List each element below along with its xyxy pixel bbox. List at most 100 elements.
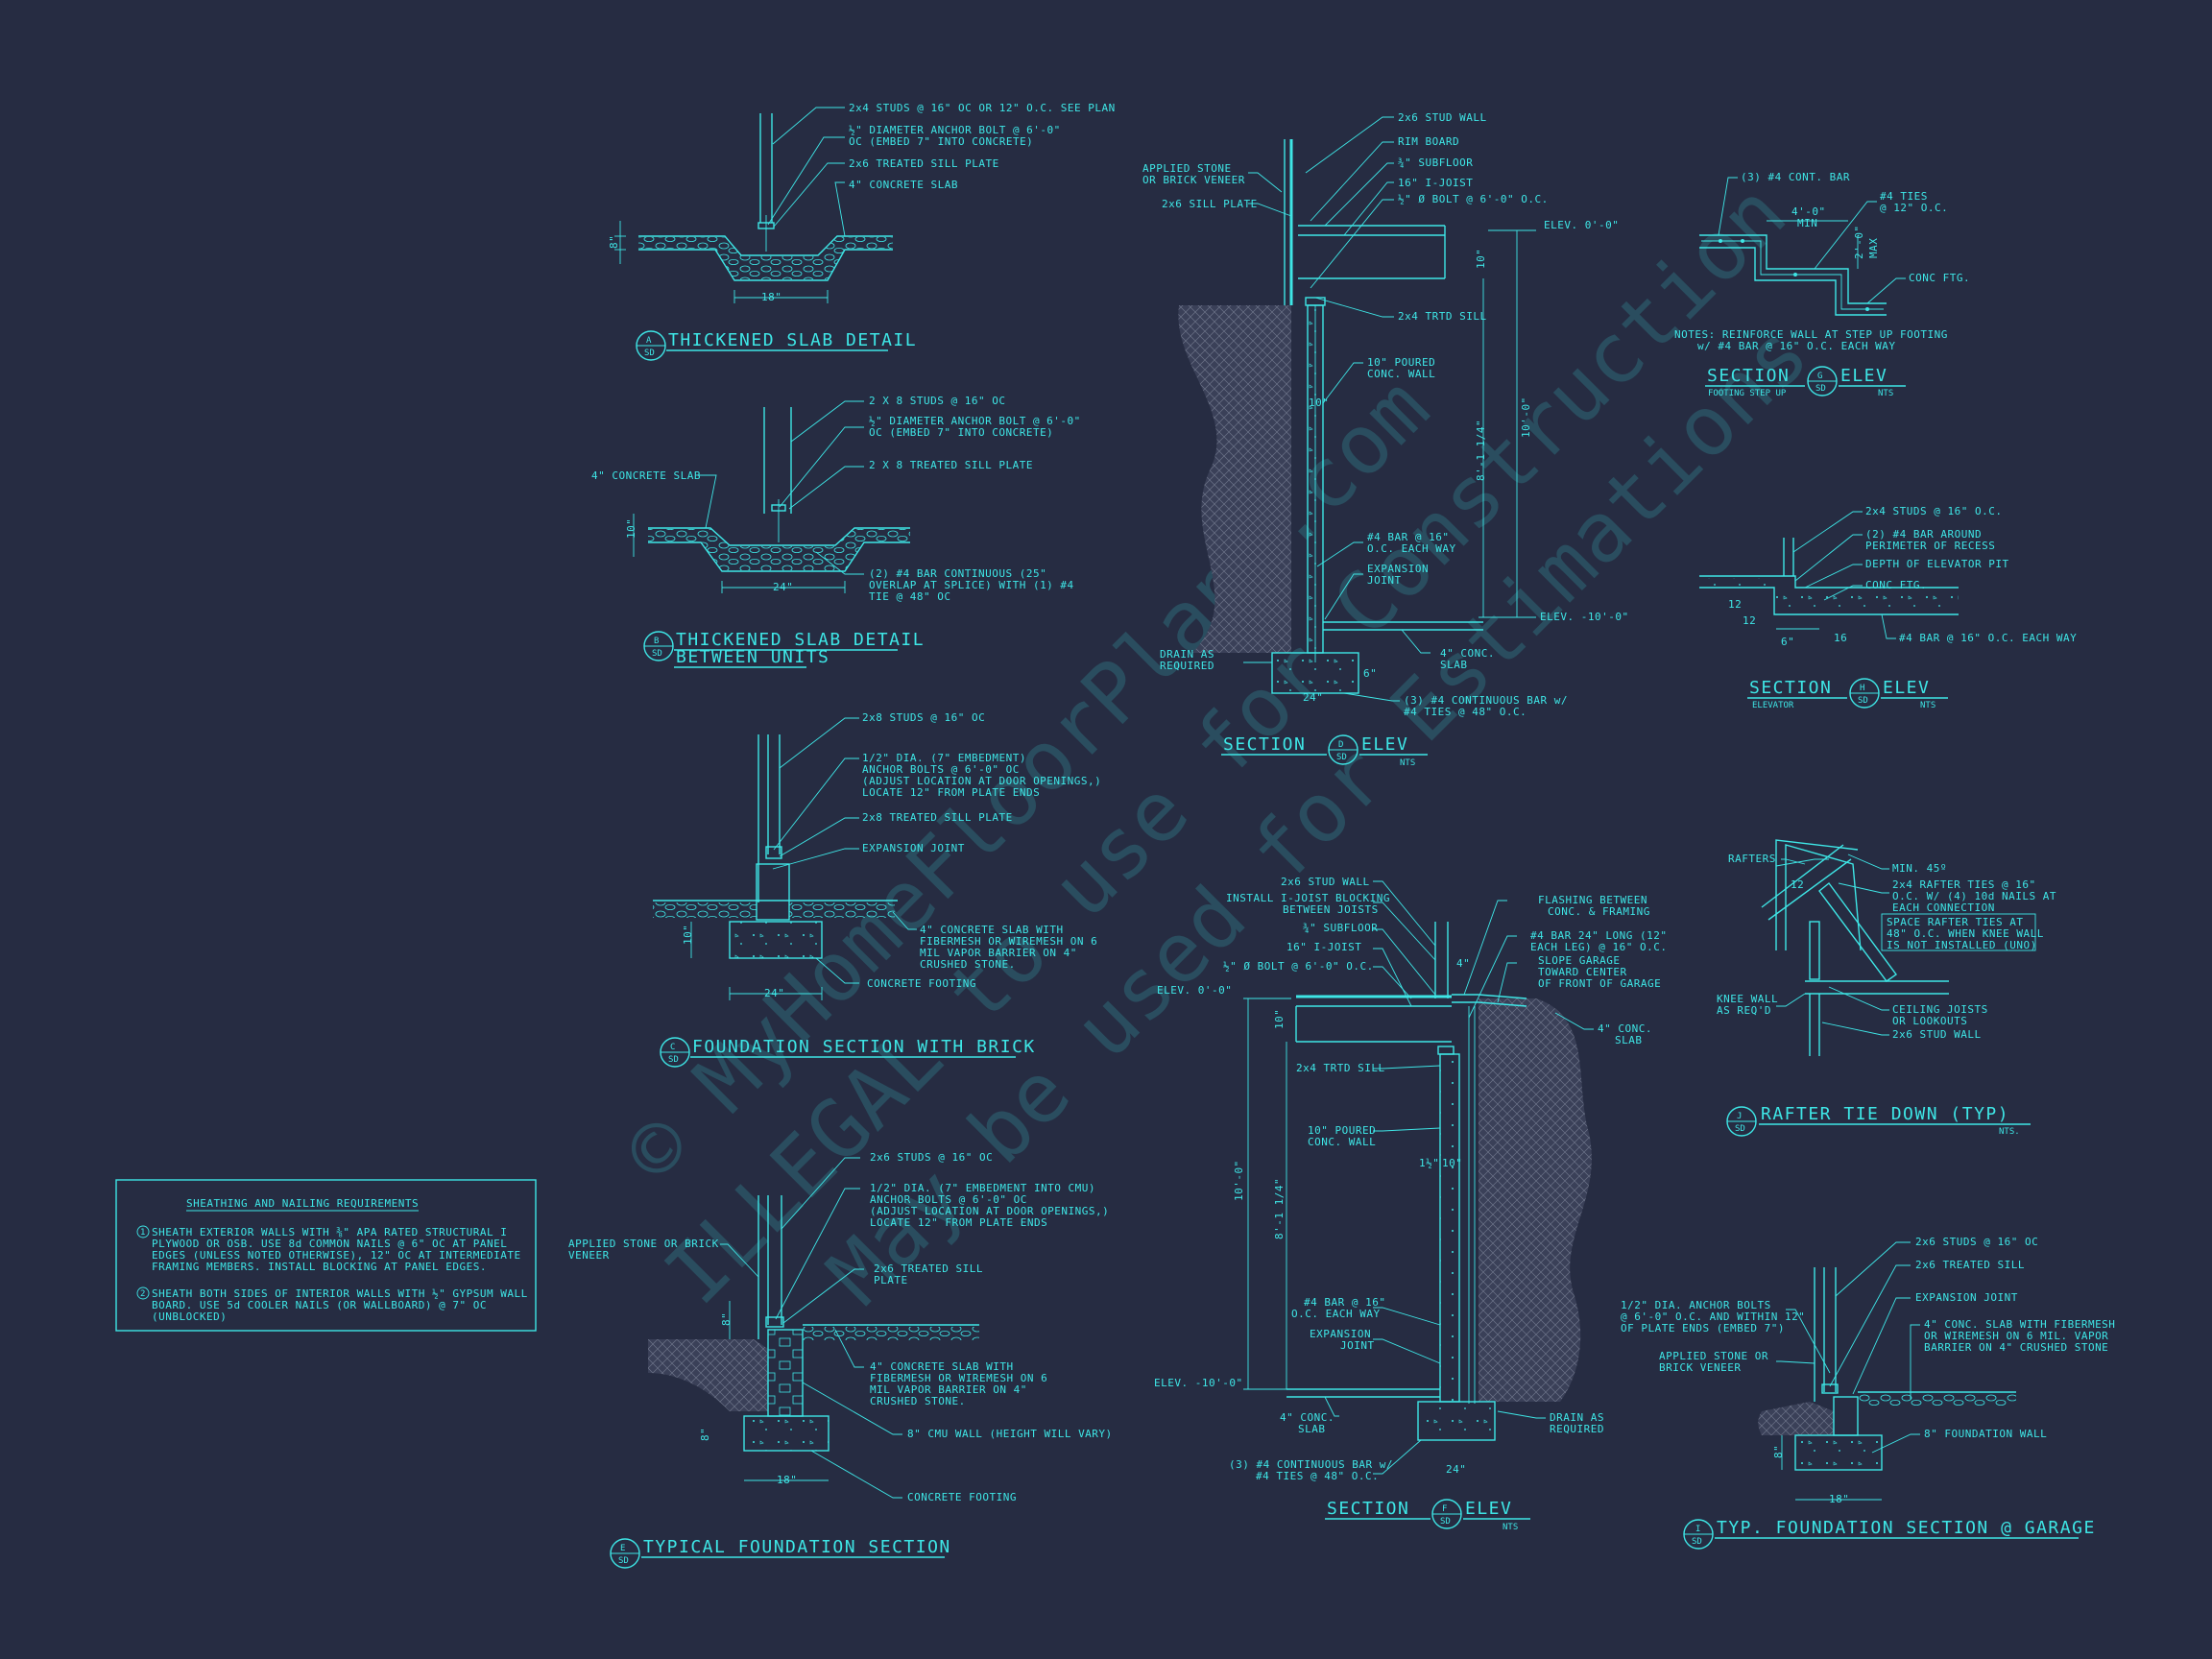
detail-d-sheet: SD [1336, 753, 1347, 762]
detail-i-dim-1: 8" [1772, 1445, 1785, 1458]
detail-f-note-10: EACH LEG) @ 16" O.C. [1530, 941, 1667, 953]
detail-h-elevator-pit: 12 12 16 6" 2x4 STUDS @ 16" O.C. (2) #4 … [1699, 505, 2077, 710]
detail-e-note-11: FIBERMESH OR WIREMESH ON 6 [870, 1372, 1047, 1384]
detail-g-note-5: MIN [1797, 217, 1817, 229]
detail-f-note-1: 2x6 STUD WALL [1281, 876, 1370, 888]
detail-b-note-2: ½" DIAMETER ANCHOR BOLT @ 6'-0" [869, 415, 1081, 427]
detail-g-note-7: MAX [1867, 238, 1880, 258]
detail-c-note-10: MIL VAPOR BARRIER ON 4" [920, 947, 1077, 959]
sheathing-note2-line2: BOARD. USE 5d COOLER NAILS (OR WALLBOARD… [152, 1299, 487, 1311]
detail-j-note-7: 48" O.C. WHEN KNEE WALL [1887, 927, 2044, 940]
detail-f-note-14: 4" CONC. [1598, 1022, 1652, 1035]
detail-e-note-6: APPLIED STONE OR BRICK [568, 1238, 719, 1250]
detail-b-note-4: 2 X 8 TREATED SILL PLATE [869, 459, 1033, 471]
detail-i-garage-foundation: 8" 18" 2x6 STUDS @ 16" OC 2x6 TREATED SI… [1621, 1236, 2115, 1550]
detail-i-note-1: 2x6 STUDS @ 16" OC [1915, 1236, 2038, 1248]
detail-d-note-20: (3) #4 CONTINUOUS BAR w/ [1404, 694, 1568, 707]
detail-f-note-4: ¾" SUBFLOOR [1303, 922, 1378, 934]
detail-d-nts: NTS [1400, 758, 1415, 768]
detail-i-dim-2: 18" [1829, 1493, 1849, 1505]
detail-c-letter: C [670, 1043, 675, 1052]
detail-i-note-9: BARRIER ON 4" CRUSHED STONE [1924, 1341, 2108, 1354]
detail-d-dim-5: 10" [1309, 397, 1329, 409]
detail-d-level-bottom: ELEV. -10'-0" [1540, 611, 1629, 623]
detail-j-note-13: 2x6 STUD WALL [1892, 1028, 1982, 1041]
detail-f-note-6: ½" Ø BOLT @ 6'-0" O.C. [1223, 960, 1374, 973]
detail-g-note-9: NOTES: REINFORCE WALL AT STEP UP FOOTING [1674, 328, 1948, 341]
detail-i-note-10: APPLIED STONE OR [1659, 1350, 1768, 1362]
detail-j-sheet: SD [1735, 1124, 1745, 1134]
detail-a-sheet: SD [644, 349, 655, 358]
detail-f-note-8: CONC. & FRAMING [1548, 905, 1650, 918]
detail-d-note-10: 10" POURED [1367, 356, 1435, 369]
detail-f-note-2: INSTALL I-JOIST BLOCKING [1226, 892, 1390, 904]
detail-f-note-27: (3) #4 CONTINUOUS BAR w/ [1229, 1458, 1393, 1471]
detail-h-nts: NTS [1920, 701, 1936, 710]
detail-d-level-top: ELEV. 0'-0" [1544, 219, 1619, 231]
detail-c-title: FOUNDATION SECTION WITH BRICK [692, 1037, 1036, 1057]
detail-e-note-8: 2x6 TREATED SILL [874, 1262, 983, 1275]
detail-e-note-1: 2x6 STUDS @ 16" OC [870, 1151, 993, 1164]
detail-c-note-2: 1/2" DIA. (7" EMBEDMENT) [862, 752, 1026, 764]
detail-c-note-3: ANCHOR BOLTS @ 6'-0" OC [862, 763, 1020, 776]
detail-c-sheet: SD [668, 1055, 679, 1065]
detail-f-note-25: DRAIN AS [1550, 1411, 1604, 1424]
detail-d-note-3: ¾" SUBFLOOR [1398, 156, 1473, 169]
detail-f-note-18: CONC. WALL [1308, 1136, 1376, 1148]
detail-b-subtitle: BETWEEN UNITS [676, 647, 830, 667]
detail-d-section-elev: ELEV. 0'-0" ELEV. -10'-0" 10" 10'-0" 8'-… [1142, 111, 1629, 768]
detail-c-note-8: 4" CONCRETE SLAB WITH [920, 924, 1064, 936]
detail-e-letter: E [620, 1544, 625, 1553]
detail-f-note-3: BETWEEN JOISTS [1283, 903, 1379, 916]
detail-c-note-6: 2x8 TREATED SILL PLATE [862, 811, 1013, 824]
detail-f-dim-1: 4" [1456, 957, 1470, 970]
detail-b-letter: B [654, 637, 659, 646]
sheathing-note1-line2: PLYWOOD OR OSB. USE 8d COMMON NAILS @ 6"… [152, 1238, 507, 1250]
detail-h-elev: ELEV [1883, 678, 1930, 698]
detail-d-note-17: SLAB [1440, 659, 1468, 671]
detail-b-note-6: (2) #4 BAR CONTINUOUS (25" [869, 567, 1046, 580]
detail-g-note-1: (3) #4 CONT. BAR [1741, 171, 1850, 183]
detail-g-elev: ELEV [1840, 366, 1887, 386]
detail-h-sheet: SD [1858, 696, 1868, 706]
detail-d-note-2: RIM BOARD [1398, 135, 1459, 148]
detail-f-sheet: SD [1440, 1517, 1451, 1527]
detail-f-note-12: TOWARD CENTER [1538, 966, 1627, 978]
detail-i-title: TYP. FOUNDATION SECTION @ GARAGE [1717, 1518, 2096, 1538]
detail-f-dim-4: 8'-1 1/4" [1273, 1178, 1286, 1239]
detail-g-letter: G [1817, 372, 1822, 381]
detail-a-thickened-slab: 8" 18" 2x4 STUDS @ 16" OC OR 12" O.C. SE… [608, 102, 1115, 361]
detail-f-note-24: SLAB [1298, 1423, 1326, 1435]
detail-d-note-11: CONC. WALL [1367, 368, 1435, 380]
detail-g-note-4: 4'-0" [1791, 205, 1826, 218]
detail-j-note-11: CEILING JOISTS [1892, 1003, 1988, 1016]
detail-e-dim-2: 8" [699, 1428, 711, 1441]
detail-f-dim-7: 24" [1446, 1463, 1466, 1476]
detail-f-dim-5: 1½" [1419, 1157, 1439, 1169]
detail-e-note-13: CRUSHED STONE. [870, 1395, 966, 1407]
detail-d-note-4: 16" I-JOIST [1398, 177, 1473, 189]
detail-i-sheet: SD [1692, 1537, 1702, 1547]
detail-e-note-15: CONCRETE FOOTING [907, 1491, 1017, 1503]
sheathing-note1-line1: SHEATH EXTERIOR WALLS WITH ⅜" APA RATED … [152, 1226, 507, 1238]
detail-c-note-4: (ADJUST LOCATION AT DOOR OPENINGS,) [862, 775, 1101, 787]
detail-g-note-3: @ 12" O.C. [1880, 202, 1948, 214]
sheathing-num-1: 1 [140, 1228, 145, 1238]
detail-i-note-6: OF PLATE ENDS (EMBED 7") [1621, 1322, 1785, 1334]
detail-h-note-6: #4 BAR @ 16" O.C. EACH WAY [1899, 632, 2077, 644]
detail-b-note-3: OC (EMBED 7" INTO CONCRETE) [869, 426, 1053, 439]
detail-d-note-6: APPLIED STONE [1142, 162, 1232, 175]
detail-d-note-1: 2x6 STUD WALL [1398, 111, 1487, 124]
detail-f-title: SECTION [1327, 1499, 1409, 1519]
detail-d-dim-3: 8'-1 1/4" [1475, 420, 1487, 481]
detail-f-note-26: REQUIRED [1550, 1423, 1604, 1435]
detail-h-letter: H [1860, 684, 1864, 693]
detail-d-note-13: O.C. EACH WAY [1367, 542, 1456, 555]
detail-g-nts: NTS [1878, 389, 1893, 398]
detail-f-note-20: O.C. EACH WAY [1291, 1308, 1381, 1320]
detail-d-dim-1: 10" [1475, 249, 1487, 269]
detail-i-note-4: 1/2" DIA. ANCHOR BOLTS [1621, 1299, 1771, 1311]
detail-e-note-5: LOCATE 12" FROM PLATE ENDS [870, 1216, 1047, 1229]
detail-f-note-22: JOINT [1340, 1339, 1375, 1352]
